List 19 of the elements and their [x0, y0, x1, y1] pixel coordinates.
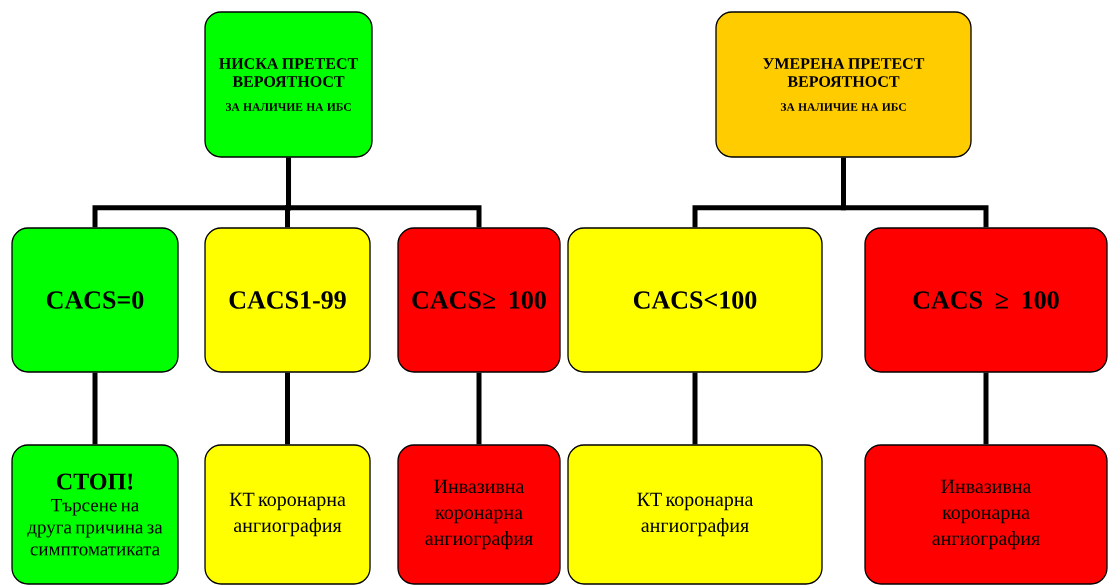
connector-line [692, 372, 698, 445]
score-box: CACS≥ 100 [397, 227, 561, 373]
result-box: Инвазивна коронарна ангиография [864, 444, 1108, 585]
result-box: КТ коронарна ангиография [204, 444, 371, 585]
result-box: КТ коронарна ангиография [567, 444, 823, 585]
score-box: CACS ≥ 100 [864, 227, 1108, 373]
connector-line [841, 157, 989, 228]
result-box: СТОП! Търсене на друга причина за симптоматиката [11, 444, 179, 585]
connector-line [983, 372, 989, 445]
connector-line [92, 372, 98, 445]
result-box: Инвазивна коронарна ангиография [397, 444, 561, 585]
score-box: CACS=0 [11, 227, 179, 373]
connector-line [286, 157, 482, 228]
connector-line [476, 372, 482, 445]
score-box: CACS<100 [567, 227, 823, 373]
probability-box: УМЕРЕНА ПРЕТЕСТ ВЕРОЯТНОСТ ЗА НАЛИЧИЕ НА ИБС [715, 11, 972, 158]
connector-line [285, 372, 290, 445]
score-box: CACS1-99 [204, 227, 371, 373]
probability-box: НИСКА ПРЕТЕСТ ВЕРОЯТНОСТ ЗА НАЛИЧИЕ НА ИБС [204, 11, 373, 158]
